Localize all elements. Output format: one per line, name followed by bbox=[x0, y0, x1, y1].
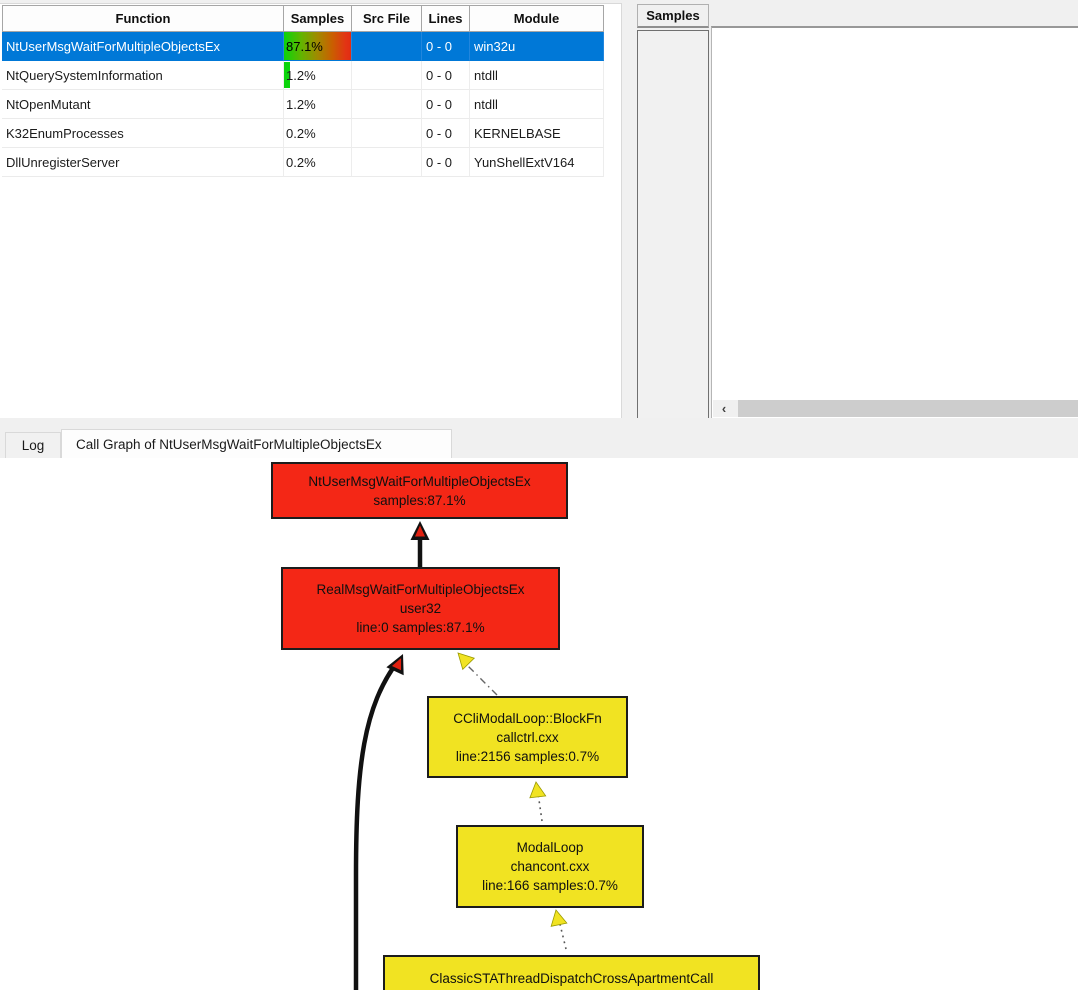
cell-lines: 0 - 0 bbox=[422, 119, 470, 148]
node-label-line: NtUserMsgWaitForMultipleObjectsEx bbox=[308, 473, 531, 489]
node-label-line: samples:87.1% bbox=[373, 492, 466, 508]
arrowhead bbox=[550, 909, 568, 927]
node-label-line: ClassicSTAThreadDispatchCrossApartmentCa… bbox=[429, 970, 714, 986]
call-graph-node[interactable]: NtUserMsgWaitForMultipleObjectsEx samples… bbox=[271, 462, 568, 519]
column-header-module[interactable]: Module bbox=[470, 5, 604, 32]
cell-module: KERNELBASE bbox=[470, 119, 604, 148]
cell-samples: 1.2% bbox=[284, 90, 352, 119]
arrowhead bbox=[457, 652, 476, 671]
samples-list-header[interactable]: Samples bbox=[637, 4, 709, 28]
column-header-function[interactable]: Function bbox=[2, 5, 284, 32]
column-header-lines[interactable]: Lines bbox=[422, 5, 470, 32]
call-graph-canvas: NtUserMsgWaitForMultipleObjectsEx samples… bbox=[0, 458, 1078, 990]
horizontal-scrollbar[interactable]: ‹ bbox=[713, 400, 1078, 417]
call-graph-edge bbox=[353, 659, 400, 990]
call-graph-edge bbox=[537, 792, 543, 822]
cell-lines: 0 - 0 bbox=[422, 61, 470, 90]
cell-module: ntdll bbox=[470, 90, 604, 119]
scrollbar-thumb[interactable] bbox=[738, 400, 1078, 417]
call-graph-node[interactable]: ClassicSTAThreadDispatchCrossApartmentCa… bbox=[383, 955, 760, 990]
scroll-left-button[interactable]: ‹ bbox=[713, 400, 735, 417]
node-label-line: line:2156 samples:0.7% bbox=[455, 748, 600, 764]
cell-src-file bbox=[352, 119, 422, 148]
node-label-line: chancont.cxx bbox=[510, 859, 590, 874]
node-label-line: user32 bbox=[399, 601, 442, 616]
sample-view-panel: ‹ bbox=[711, 26, 1078, 419]
arrowhead bbox=[529, 781, 547, 799]
node-label-line: line:0 samples:87.1% bbox=[356, 620, 485, 635]
node-label-line: line:166 samples:0.7% bbox=[482, 878, 618, 893]
cell-function: K32EnumProcesses bbox=[2, 119, 284, 148]
cell-lines: 0 - 0 bbox=[422, 32, 470, 61]
cell-src-file bbox=[352, 148, 422, 177]
tab-log[interactable]: Log bbox=[5, 432, 61, 458]
cell-function: NtOpenMutant bbox=[2, 90, 284, 119]
call-graph-node[interactable]: RealMsgWaitForMultipleObjectsEx user32 lin… bbox=[281, 567, 560, 650]
call-graph-node[interactable]: ModalLoop chancont.cxx line:166 samples:0.… bbox=[456, 825, 644, 908]
tab-call-graph[interactable]: Call Graph of NtUserMsgWaitForMultipleOb… bbox=[61, 429, 452, 458]
cell-samples: 0.2% bbox=[284, 119, 352, 148]
samples-list-body bbox=[637, 30, 709, 419]
cell-src-file bbox=[352, 61, 422, 90]
cell-module: ntdll bbox=[470, 61, 604, 90]
cell-src-file bbox=[352, 32, 422, 61]
cell-function: DllUnregisterServer bbox=[2, 148, 284, 177]
column-header-samples[interactable]: Samples bbox=[284, 5, 352, 32]
cell-lines: 0 - 0 bbox=[422, 90, 470, 119]
call-graph-edges bbox=[353, 521, 568, 990]
cell-samples: 1.2% bbox=[284, 61, 352, 90]
node-label-line: callctrl.cxx bbox=[496, 729, 559, 745]
node-label-line: CCliModalLoop::BlockFn bbox=[453, 710, 602, 726]
node-label-line: ModalLoop bbox=[516, 840, 584, 855]
column-header-src-file[interactable]: Src File bbox=[352, 5, 422, 32]
cell-src-file bbox=[352, 90, 422, 119]
node-label-line: RealMsgWaitForMultipleObjectsEx bbox=[316, 582, 525, 597]
cell-lines: 0 - 0 bbox=[422, 148, 470, 177]
cell-samples: 87.1% bbox=[284, 32, 352, 61]
cell-samples: 0.2% bbox=[284, 148, 352, 177]
cell-module: win32u bbox=[470, 32, 604, 61]
call-graph-edge bbox=[465, 663, 498, 696]
cell-function: NtUserMsgWaitForMultipleObjectsEx bbox=[2, 32, 284, 61]
bottom-section: Log Call Graph of NtUserMsgWaitForMultip… bbox=[0, 418, 1078, 990]
arrowhead-inner bbox=[391, 658, 402, 671]
cell-function: NtQuerySystemInformation bbox=[2, 61, 284, 90]
cell-module: YunShellExtV164 bbox=[470, 148, 604, 177]
arrowhead-inner bbox=[415, 525, 425, 537]
